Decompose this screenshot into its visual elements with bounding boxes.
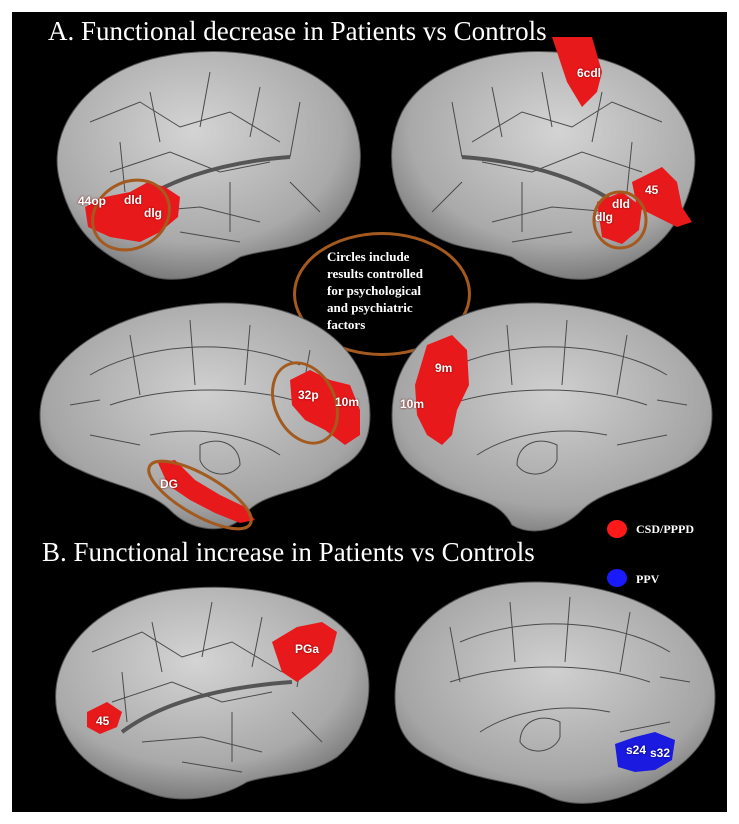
region-shape-6cdl xyxy=(552,37,602,107)
region-shape-PGa xyxy=(272,622,337,682)
brain-a-right-lateral xyxy=(377,32,722,297)
region-label-10m-right: 10m xyxy=(400,397,425,411)
region-label-dld-right: dld xyxy=(612,197,630,211)
region-label-32p: 32p xyxy=(298,388,319,402)
note-text: Circles include results controlled for p… xyxy=(327,249,423,332)
region-shape-s24-s32 xyxy=(615,732,675,772)
circle-a-left-medial xyxy=(271,361,339,445)
region-label-dlg-left: dlg xyxy=(144,206,162,220)
legend-swatch-ppv xyxy=(607,569,627,587)
legend-swatch-csd-pppd xyxy=(607,520,627,538)
region-label-dld-left: dld xyxy=(124,193,142,207)
region-label-45-b: 45 xyxy=(96,714,110,728)
figure-panel: A. Functional decrease in Patients vs Co… xyxy=(12,12,727,812)
region-label-44op: 44op xyxy=(78,194,107,208)
region-shape-45-right xyxy=(632,167,692,227)
brain-a-left-medial xyxy=(30,295,380,540)
region-label-PGa: PGa xyxy=(295,642,320,656)
region-label-45-right: 45 xyxy=(645,183,659,197)
circle-a-right-lateral xyxy=(592,190,648,250)
brain-b-right-medial xyxy=(390,572,725,812)
region-shape-44op-dld-dlg xyxy=(85,182,180,242)
panel-b-title: B. Functional increase in Patients vs Co… xyxy=(42,537,535,567)
brain-a-left-lateral xyxy=(30,32,375,297)
region-label-s24: s24 xyxy=(626,743,647,757)
region-shape-45-b xyxy=(87,702,122,734)
region-shape-DG xyxy=(158,460,255,523)
legend-label-csd-pppd: CSD/PPPD xyxy=(636,522,694,536)
region-shape-dld-dlg-right xyxy=(597,192,642,244)
legend-label-ppv: PPV xyxy=(636,572,660,586)
region-shape-9m-10m-right xyxy=(415,335,469,445)
region-label-10m-left: 10m xyxy=(335,395,360,409)
panel-a-title: A. Functional decrease in Patients vs Co… xyxy=(48,16,547,46)
region-label-DG: DG xyxy=(160,477,178,491)
region-shape-32p-10m-left xyxy=(290,370,360,445)
brain-a-right-medial xyxy=(387,295,722,540)
region-label-dlg-right: dlg xyxy=(595,210,613,224)
note-ellipse xyxy=(293,232,471,356)
brain-b-left-lateral xyxy=(32,572,382,812)
region-label-9m: 9m xyxy=(435,361,453,375)
region-label-s32: s32 xyxy=(650,746,671,760)
circle-a-left-lateral xyxy=(91,178,171,252)
region-label-6cdl: 6cdl xyxy=(577,66,602,80)
circle-a-dg xyxy=(147,459,253,531)
